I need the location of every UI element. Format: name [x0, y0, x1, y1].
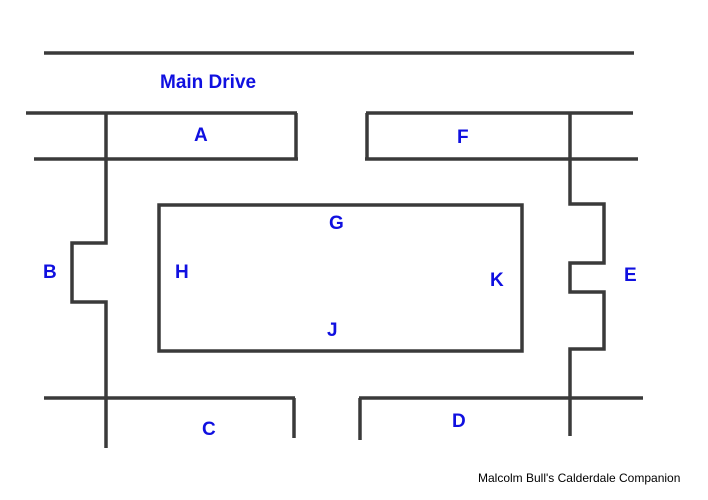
label-k: K	[490, 270, 504, 291]
label-b: B	[43, 262, 57, 283]
label-g: G	[329, 213, 344, 234]
credit-text: Malcolm Bull's Calderdale Companion	[478, 471, 681, 485]
right-wall-e-bays	[568, 113, 606, 436]
label-h: H	[175, 262, 189, 283]
left-wall-b-bay	[70, 113, 108, 448]
label-d: D	[452, 411, 466, 432]
label-a: A	[194, 125, 208, 146]
central-block-rect	[157, 203, 524, 353]
main-drive-label: Main Drive	[160, 72, 257, 93]
label-j: J	[327, 320, 338, 341]
label-e: E	[624, 265, 637, 286]
label-f: F	[457, 127, 469, 148]
label-c: C	[202, 419, 216, 440]
